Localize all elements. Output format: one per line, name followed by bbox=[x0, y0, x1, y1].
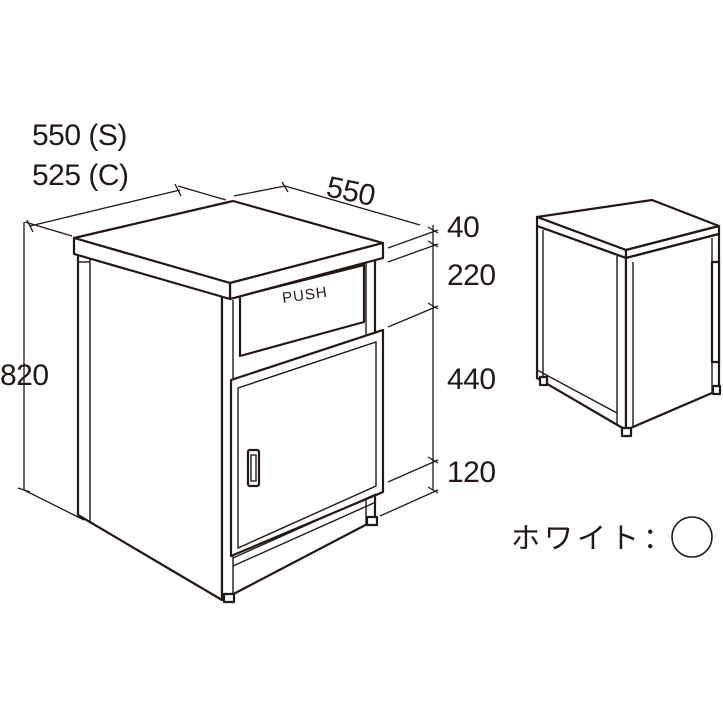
rear-cabinet-side-panel bbox=[624, 232, 721, 432]
depth-label: 550 bbox=[324, 171, 378, 213]
color-swatch-white bbox=[671, 516, 713, 558]
rear-foot-left bbox=[538, 375, 549, 387]
rear-foot-right bbox=[711, 384, 722, 396]
main-cabinet: PUSH bbox=[72, 199, 385, 604]
cabinet-side-panel bbox=[76, 248, 224, 602]
rear-view-cabinet bbox=[535, 198, 722, 438]
width-s-label: 550 (S) bbox=[32, 119, 127, 152]
dimension-lines bbox=[17, 181, 439, 521]
drawer-push-label: PUSH bbox=[281, 284, 329, 307]
rear-foot-center bbox=[620, 426, 633, 438]
color-legend: ホワイト： bbox=[511, 516, 713, 558]
width-c-label: 525 (C) bbox=[32, 159, 129, 192]
drawer-front bbox=[238, 263, 366, 358]
door-height-label: 440 bbox=[447, 363, 496, 396]
cabinet-top-edge-side bbox=[72, 236, 232, 301]
foot-front-left bbox=[222, 592, 236, 604]
base-height-label: 120 bbox=[447, 456, 496, 489]
height-label: 820 bbox=[0, 359, 49, 392]
rear-cabinet-back-panel bbox=[535, 224, 628, 432]
door-handle-icon bbox=[246, 448, 261, 488]
dimension-labels: 550 (S) 525 (C) 550 820 40 220 440 120 bbox=[0, 119, 496, 489]
door-inner-frame bbox=[237, 341, 377, 550]
top-thickness-label: 40 bbox=[447, 211, 479, 244]
color-label: ホワイト： bbox=[511, 523, 676, 555]
foot-front-right bbox=[365, 515, 379, 527]
drawer-height-label: 220 bbox=[447, 259, 496, 292]
